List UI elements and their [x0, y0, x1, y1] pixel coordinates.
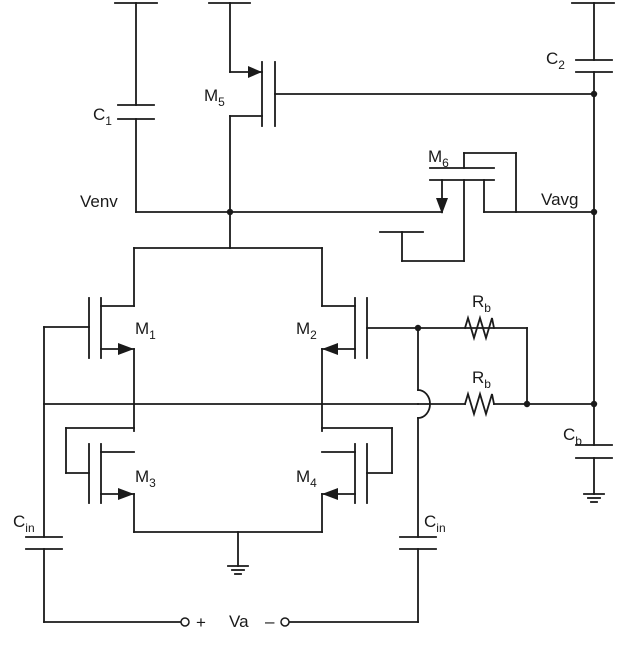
capacitor-cin-right	[288, 536, 437, 623]
junction-dots	[226, 90, 598, 408]
label-c2: C2	[546, 49, 565, 72]
label-m2: M2	[296, 319, 317, 342]
label-m6: M6	[428, 147, 449, 170]
label-rb-top: Rb	[472, 292, 491, 315]
transistor-m5	[229, 2, 595, 213]
capacitor-cb	[575, 444, 613, 503]
terminal-minus	[280, 617, 290, 627]
label-cin-left: Cin	[13, 512, 35, 535]
resistor-rb-top	[463, 314, 528, 405]
label-va-plus: +	[196, 613, 206, 632]
label-cb: Cb	[563, 425, 582, 448]
label-va-minus: –	[265, 612, 275, 631]
label-m5: M5	[204, 86, 225, 109]
transistor-m2	[321, 297, 528, 432]
bias-line	[43, 327, 595, 538]
label-rb-bottom: Rb	[472, 368, 491, 391]
transistor-m4	[321, 427, 393, 533]
label-c1: C1	[93, 105, 112, 128]
label-cin-right: Cin	[424, 512, 446, 535]
label-venv: Venv	[80, 192, 118, 211]
transistor-m6	[379, 152, 595, 262]
terminal-plus	[180, 617, 190, 627]
va-terminals	[180, 617, 290, 627]
label-m4: M4	[296, 467, 317, 490]
label-m3: M3	[135, 467, 156, 490]
capacitor-cin-left	[25, 536, 182, 623]
transistor-m3	[65, 427, 135, 533]
venv-node	[135, 179, 448, 249]
label-va: Va	[229, 612, 249, 631]
label-m1: M1	[135, 319, 156, 342]
label-vavg: Vavg	[541, 190, 579, 209]
transistor-m1	[43, 297, 135, 538]
ground-bottom	[133, 531, 323, 575]
tail-rail	[133, 247, 323, 307]
capacitor-c1	[117, 2, 155, 213]
capacitor-c2	[575, 2, 613, 446]
